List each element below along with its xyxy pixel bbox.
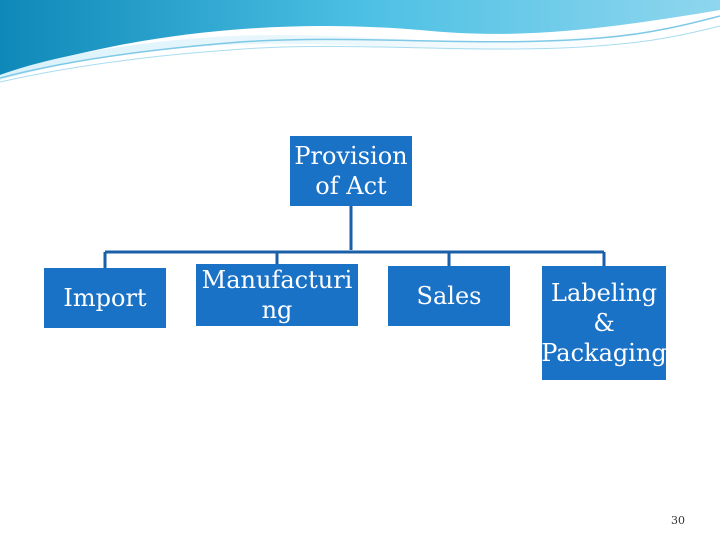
child-node-sales: Sales: [388, 266, 510, 326]
page-number: 30: [668, 514, 688, 527]
child-node-labeling-packaging: Labeling & Packaging: [542, 266, 666, 380]
root-node-label: Provision of Act: [292, 141, 410, 201]
child-node-import: Import: [44, 268, 166, 328]
child-node-manufacturing: Manufacturi ng: [196, 264, 358, 326]
root-node-provision-of-act: Provision of Act: [290, 136, 412, 206]
child-node-label: Labeling & Packaging: [541, 278, 667, 368]
child-node-label: Manufacturi ng: [198, 265, 356, 325]
child-node-label: Import: [63, 283, 146, 313]
child-node-label: Sales: [417, 281, 482, 311]
